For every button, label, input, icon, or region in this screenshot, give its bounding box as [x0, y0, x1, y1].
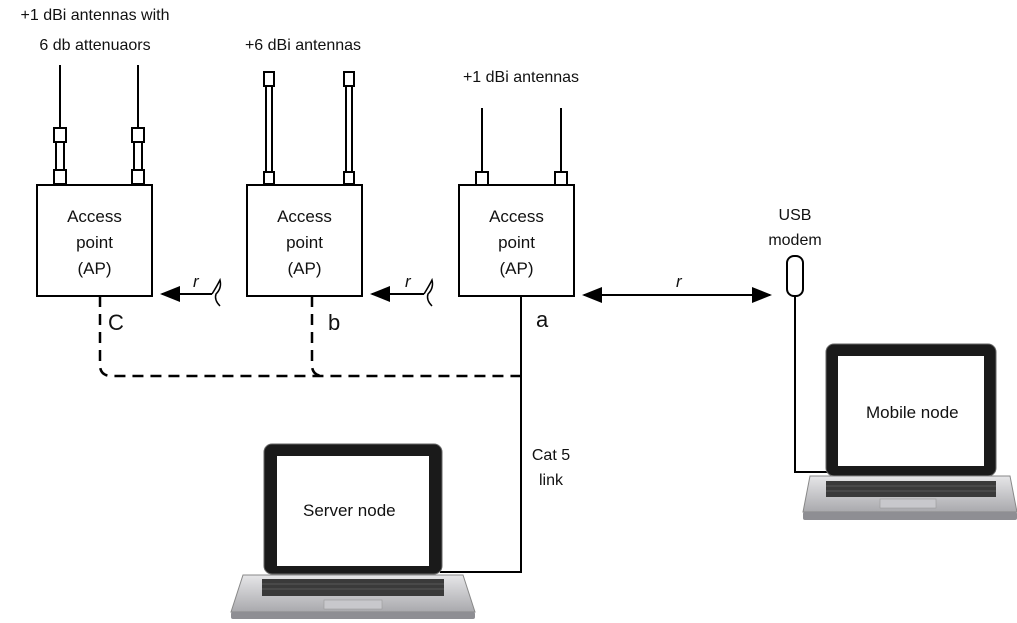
antenna-label-c-line1: +1 dBi antennas with: [20, 7, 170, 24]
ap-id-a: a: [536, 307, 549, 332]
dashed-link-c: [98, 296, 520, 378]
range-label-a: r: [676, 272, 682, 291]
ap-b-line2: point: [286, 233, 323, 252]
mobile-node-label: Mobile node: [866, 403, 959, 422]
ap-box-a: [458, 184, 575, 297]
cat5-label-line1: Cat 5: [531, 447, 571, 464]
range-arrow-c: [160, 277, 222, 307]
dashed-link-b: [310, 296, 325, 378]
server-node-label: Server node: [303, 501, 396, 520]
cat5-link: [440, 296, 522, 573]
usb-cable: [794, 296, 830, 473]
cat5-label-line2: link: [538, 472, 564, 489]
ap-b-line3: (AP): [287, 259, 322, 278]
ap-id-c: C: [108, 310, 124, 335]
mobile-laptop: [802, 343, 1017, 520]
antennas-ap-c: [53, 65, 145, 185]
ap-label-b: Access point (AP): [247, 204, 362, 282]
ap-a-line2: point: [498, 233, 535, 252]
range-label-b: r: [405, 272, 411, 291]
ap-box-c: [36, 184, 153, 297]
ap-c-line2: point: [76, 233, 113, 252]
usb-label-line2: modem: [768, 232, 822, 249]
antenna-label-a: +1 dBi antennas: [462, 69, 580, 86]
ap-a-line1: Access: [489, 207, 544, 226]
range-label-c: r: [193, 272, 199, 291]
antenna-label-b: +6 dBi antennas: [244, 37, 362, 54]
ap-box-b: [246, 184, 363, 297]
ap-label-a: Access point (AP): [459, 204, 574, 282]
server-laptop: [230, 443, 476, 619]
ap-c-line3: (AP): [77, 259, 112, 278]
usb-label-line1: USB: [778, 207, 812, 224]
range-arrow-b: [370, 277, 434, 307]
antennas-ap-b: [263, 71, 355, 185]
ap-b-line1: Access: [277, 207, 332, 226]
ap-a-line3: (AP): [499, 259, 534, 278]
ap-c-line1: Access: [67, 207, 122, 226]
usb-modem: [786, 255, 804, 297]
antenna-label-c-line2: 6 db attenuaors: [39, 37, 151, 54]
ap-id-b: b: [328, 310, 341, 335]
ap-label-c: Access point (AP): [37, 204, 152, 282]
antennas-ap-a: [475, 108, 568, 186]
